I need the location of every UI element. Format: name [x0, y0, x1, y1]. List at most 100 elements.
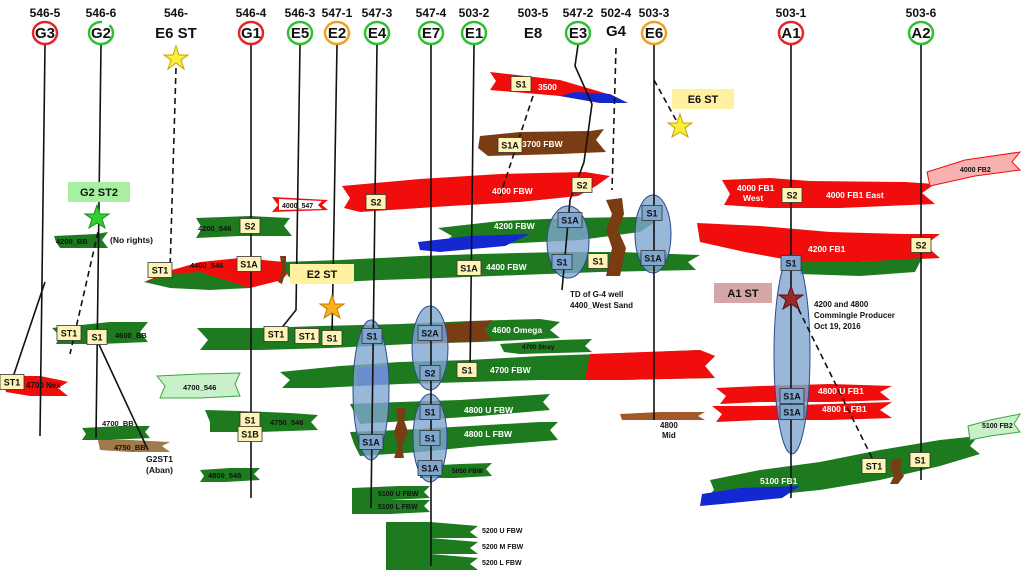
completion-tag-box	[417, 460, 443, 476]
completion-tag-box	[640, 250, 666, 266]
sand-4800-mid	[620, 412, 705, 420]
completion-tag: S1A	[236, 256, 262, 272]
star-g2st2-icon	[83, 203, 111, 230]
completion-tag: S1	[419, 430, 441, 446]
sand-label-3500: 3500	[538, 82, 557, 92]
completion-tag-box	[321, 330, 343, 346]
wellbore-e1	[469, 44, 475, 375]
sand-5100-fb1	[706, 436, 980, 498]
sand-4700-bb	[82, 426, 150, 440]
completion-tag-box	[263, 326, 289, 342]
well-number-546-3: 546-3	[285, 6, 316, 20]
well-label-e6st: E6 ST	[155, 25, 197, 42]
st-label-e2st-box	[290, 264, 354, 284]
well-label-e5: E5	[291, 25, 309, 42]
completion-tag-label: S1	[91, 333, 102, 343]
completion-tag: S1	[456, 362, 478, 378]
well-ring-red-icon	[31, 20, 59, 46]
sand-label-4700-546: 4700_546	[183, 383, 216, 392]
st-label-e6st-box	[672, 89, 734, 109]
completion-tag: S1A	[640, 250, 666, 266]
star-e6st-icon	[666, 112, 694, 139]
well-headers: 546-5 546-6 546- 546-4 546-3 547-1 547-3…	[30, 6, 937, 46]
completion-tag: S2	[910, 237, 932, 253]
completion-tag-box	[236, 256, 262, 272]
sand-4000-547-label-bg	[279, 199, 322, 210]
completion-tag-label: S1	[914, 456, 925, 466]
well-label-g2: G2	[91, 25, 111, 42]
completion-tag-box	[779, 388, 805, 404]
completion-tag-label: S1	[461, 366, 472, 376]
sand-4800-546	[200, 468, 260, 482]
wellbore-g2	[95, 44, 149, 451]
sand-label-3700: 3700 FBW	[522, 139, 564, 149]
completion-tag-box	[419, 430, 441, 446]
completion-tag-label: S1	[244, 416, 255, 426]
sand-label-5100-fb2: 5100 FB2	[982, 423, 1013, 430]
wellbore-e2	[331, 44, 338, 339]
completion-tag-label: S1A	[240, 260, 258, 270]
wellbore-a1-st	[793, 299, 881, 475]
sand-label-4750-bb: 4750_BB	[114, 443, 146, 452]
note-commingle-c: Oct 19, 2016	[814, 322, 861, 331]
completion-tag-label: S1	[646, 209, 657, 219]
sand-label-4800-mid-a: 4800	[660, 421, 678, 430]
completion-tag-box	[365, 194, 387, 210]
completion-tag: S2	[781, 187, 803, 203]
completion-tag: ST1	[294, 328, 320, 344]
well-ring-green-icon	[564, 20, 592, 46]
completion-tag-label: S2	[424, 369, 435, 379]
well-number-503-1: 503-1	[776, 6, 807, 20]
sand-4000-fb1	[722, 178, 935, 208]
completion-tag-label: S1A	[783, 392, 801, 402]
completion-tag-box	[497, 137, 523, 153]
completion-tag-label: S2	[915, 241, 926, 251]
sand-4700-fbw-red	[585, 350, 715, 380]
note-no-rights: (No rights)	[110, 235, 153, 245]
sand-label-5200-l: 5200 L FBW	[482, 560, 522, 567]
completion-tag: S1	[510, 76, 532, 92]
completion-tag-label: ST1	[299, 332, 316, 342]
completion-tag-box	[294, 328, 320, 344]
st-label-e6st: E6 ST	[688, 94, 719, 106]
sand-label-4200-bb: 4200_BB	[56, 237, 88, 246]
star-e2st-icon	[318, 293, 346, 320]
completion-tag-label: S1	[424, 408, 435, 418]
fault-g1	[278, 256, 286, 284]
st-label-g2st2-box	[68, 182, 130, 202]
completion-tag-label: S1A	[644, 254, 662, 264]
note-g2st1: G2ST1	[146, 454, 173, 464]
wellbore-e5	[279, 44, 301, 331]
completion-tag: ST1	[56, 325, 82, 341]
sand-labels: 3500 3700 FBW 4000 FBW 4000_547 4000 FB1…	[26, 82, 1013, 567]
well-number-546-4: 546-4	[236, 6, 267, 20]
well-label-g1: G1	[241, 25, 261, 42]
faults	[278, 198, 904, 484]
sand-label-4000-fb1-west-b: West	[743, 193, 763, 203]
sand-label-5100-u: 5100 U FBW	[378, 491, 419, 498]
note-td-b: 4400_West Sand	[570, 301, 633, 310]
sand-label-4800-mid-b: Mid	[662, 431, 676, 440]
completion-tag-label: S2	[576, 181, 587, 191]
completion-tag: S1	[419, 404, 441, 420]
completion-tag-label: S1A	[561, 216, 579, 226]
completion-tag-box	[419, 365, 441, 381]
wellbore-e6st-546	[169, 67, 177, 271]
completion-tag-label: S1	[592, 257, 603, 267]
completion-tag-label: S1A	[501, 141, 519, 151]
sand-4750-bb	[98, 440, 170, 452]
fault-a2	[890, 458, 904, 484]
well-number-547-1: 547-1	[322, 6, 353, 20]
completion-tag: S1A	[779, 388, 805, 404]
star-a1st-icon	[777, 284, 805, 311]
completion-tag: ST1	[263, 326, 289, 342]
sidetrack-labels: G2 ST2 E2 ST E6 ST A1 ST	[68, 89, 772, 303]
well-label-g3: G3	[35, 25, 55, 42]
well-ring-red-icon	[237, 20, 265, 46]
well-ring-orange-icon	[323, 20, 351, 46]
completion-tag-label: S1	[785, 259, 796, 269]
completion-tag-box	[909, 452, 931, 468]
sand-4750-546	[205, 410, 318, 432]
completion-tag-box	[147, 262, 173, 278]
